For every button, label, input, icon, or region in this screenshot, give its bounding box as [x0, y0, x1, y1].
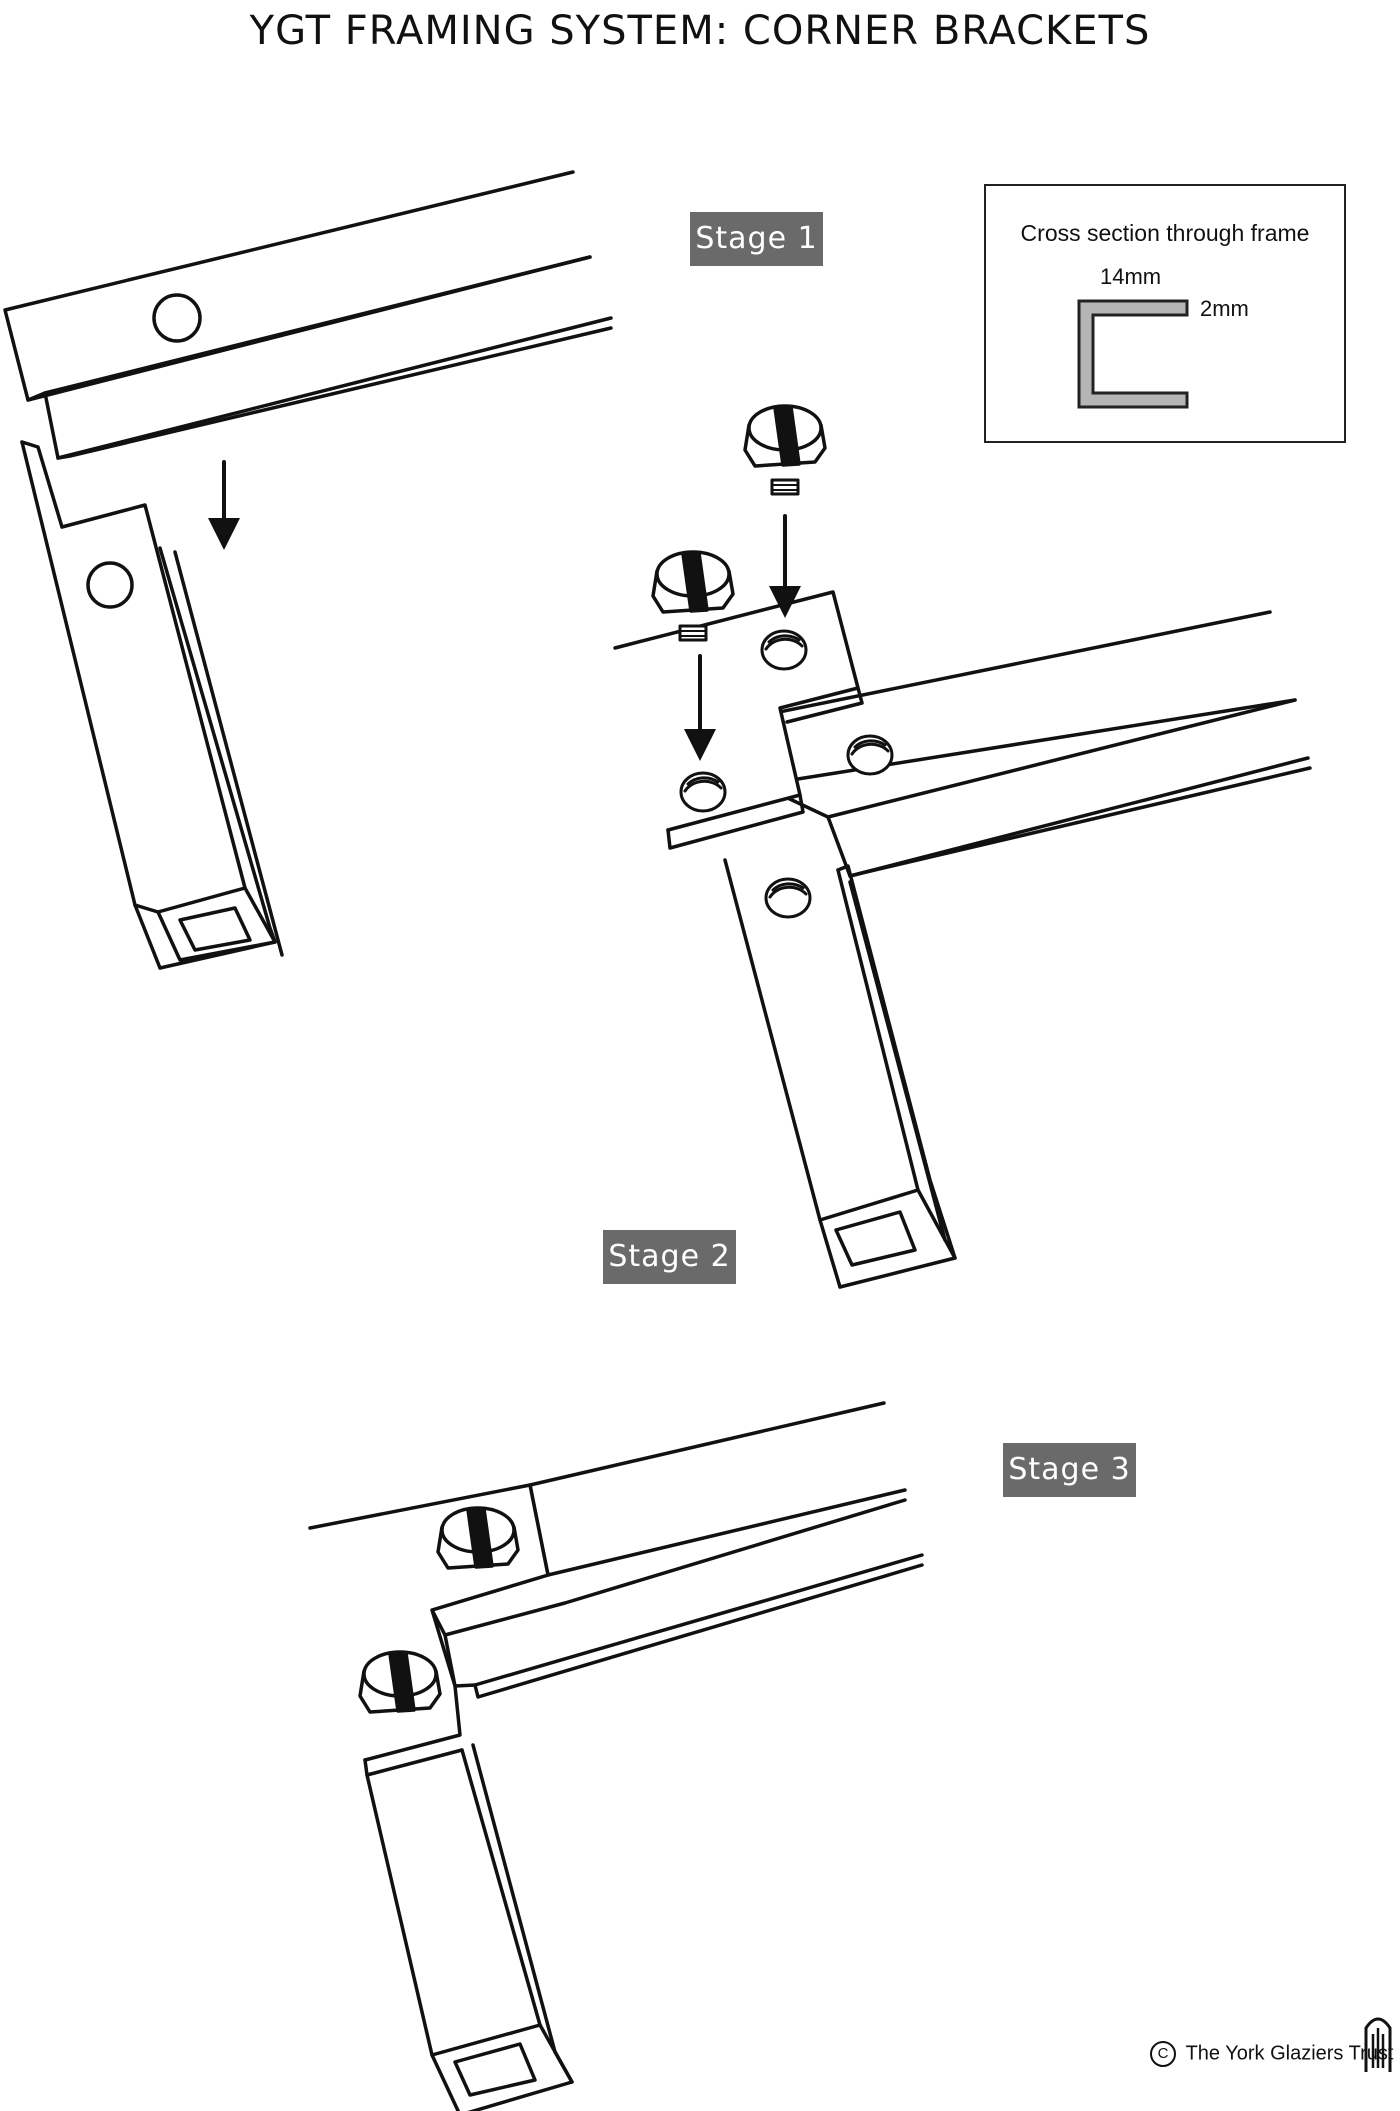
thickness-dimension-label: 2mm	[1200, 296, 1249, 321]
channel-profile	[1077, 299, 1189, 409]
cross-section-caption: Cross section through frame	[1020, 220, 1310, 246]
ygt-logo-icon	[1364, 2017, 1392, 2072]
cross-section-inset: Cross section through frame 14mm 2mm	[984, 184, 1346, 443]
stage-1-label: Stage 1	[690, 212, 823, 266]
width-dimension-label: 14mm	[1100, 264, 1162, 289]
page-title: YGT FRAMING SYSTEM: CORNER BRACKETS	[249, 8, 1151, 54]
copyright-icon: C	[1150, 2041, 1176, 2067]
stage3-vertical-bar	[365, 1743, 574, 2111]
stage2-vertical-bar	[723, 858, 957, 1289]
stage1-horizontal-bar	[3, 170, 613, 460]
copyright-credit: C The York Glaziers Trust	[1150, 2041, 1393, 2067]
stage-2-label: Stage 2	[603, 1230, 736, 1284]
stage-3-label: Stage 3	[1003, 1443, 1136, 1497]
credit-text: The York Glaziers Trust	[1185, 2042, 1394, 2065]
stage2-bracket	[613, 590, 864, 850]
stage1-vertical-bar	[20, 440, 284, 970]
